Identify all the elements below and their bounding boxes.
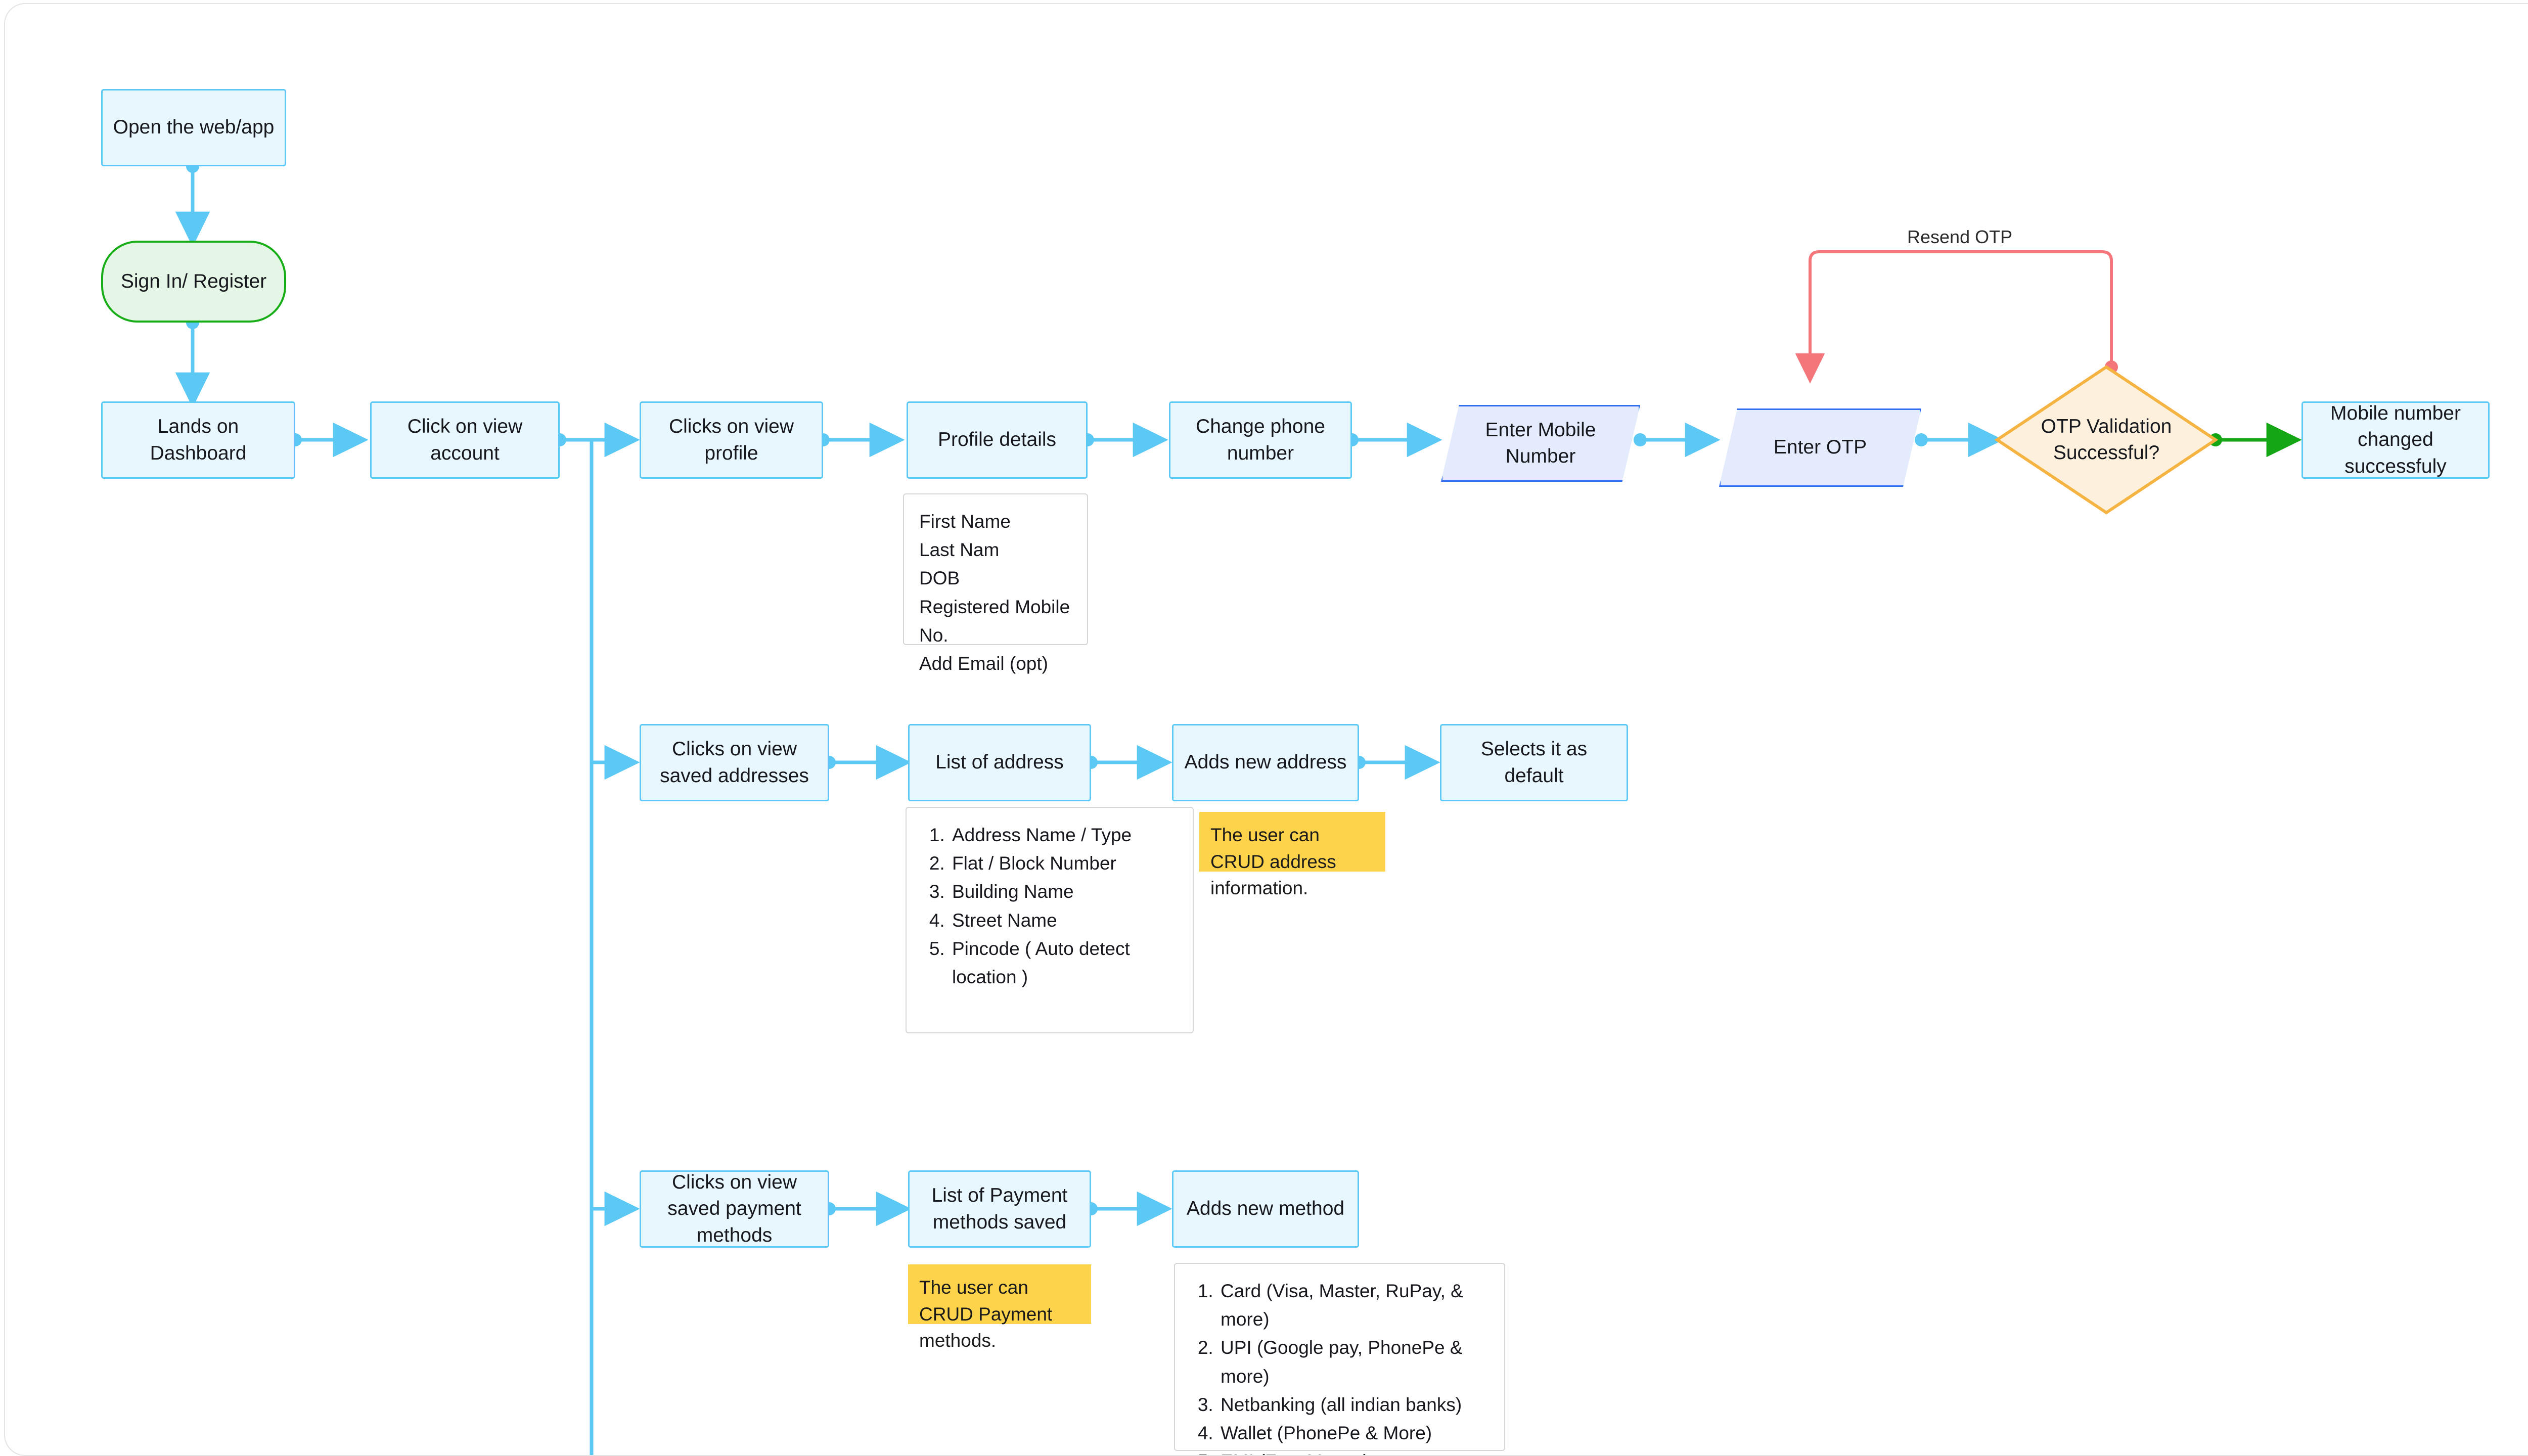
node-otp-validation-label: OTP Validation Successful? <box>2041 415 2172 464</box>
sticky-note-payment-text: The user can CRUD Payment methods. <box>919 1277 1053 1351</box>
node-mobile-changed[interactable]: Mobile number changed successfuly <box>2301 401 2490 479</box>
node-view-account[interactable]: Click on view account <box>370 401 560 479</box>
node-view-account-label: Click on view account <box>407 416 523 464</box>
node-view-saved-payments[interactable]: Clicks on view saved payment methods <box>640 1170 829 1248</box>
node-list-address-label: List of address <box>935 751 1064 774</box>
address-details-panel: Address Name / Type Flat / Block Number … <box>906 807 1194 1033</box>
node-open-app[interactable]: Open the web/app <box>101 89 286 166</box>
node-view-profile-label: Clicks on view profile <box>668 416 794 464</box>
node-add-address[interactable]: Adds new address <box>1172 724 1359 801</box>
node-view-profile[interactable]: Clicks on view profile <box>640 401 823 479</box>
profile-field: DOB <box>919 568 960 589</box>
payment-method-list: Card (Visa, Master, RuPay, & more) UPI (… <box>1190 1277 1489 1455</box>
node-enter-otp-label: Enter OTP <box>1773 436 1867 459</box>
node-profile-details[interactable]: Profile details <box>907 401 1088 479</box>
address-field: Building Name <box>950 878 1178 906</box>
address-field: Address Name / Type <box>950 821 1178 849</box>
node-lands-dashboard-label: Lands on Dashboard <box>150 416 247 464</box>
profile-field: Registered Mobile No. <box>919 596 1070 646</box>
payment-method: Netbanking (all indian banks) <box>1218 1391 1489 1419</box>
address-field: Flat / Block Number <box>950 849 1178 878</box>
payment-method: Wallet (PhonePe & More) <box>1218 1419 1489 1447</box>
node-change-phone[interactable]: Change phone number <box>1169 401 1352 479</box>
sticky-note-address-text: The user can CRUD address information. <box>1210 825 1336 899</box>
node-mobile-changed-label: Mobile number changed successfuly <box>2330 402 2461 477</box>
edge-label-resend-otp: Resend OTP <box>1907 226 2013 247</box>
node-view-saved-payments-label: Clicks on view saved payment methods <box>667 1171 801 1246</box>
node-enter-mobile-label: Enter Mobile Number <box>1485 419 1596 467</box>
payment-methods-panel: Card (Visa, Master, RuPay, & more) UPI (… <box>1174 1263 1505 1455</box>
node-select-default-label: Selects it as default <box>1480 738 1588 787</box>
profile-field: Add Email (opt) <box>919 653 1048 674</box>
payment-method: UPI (Google pay, PhonePe & more) <box>1218 1334 1489 1390</box>
node-list-address[interactable]: List of address <box>908 724 1091 801</box>
node-list-payments-label: List of Payment methods saved <box>931 1185 1068 1233</box>
node-otp-validation[interactable]: OTP Validation Successful? <box>1997 367 2216 513</box>
address-field: Street Name <box>950 906 1178 935</box>
node-lands-dashboard[interactable]: Lands on Dashboard <box>101 401 295 479</box>
payment-method: Card (Visa, Master, RuPay, & more) <box>1218 1277 1489 1334</box>
node-add-address-label: Adds new address <box>1184 751 1347 774</box>
node-enter-mobile[interactable]: Enter Mobile Number <box>1441 405 1640 482</box>
payment-method: EMI (Zest Money) <box>1218 1447 1489 1455</box>
profile-field: First Name <box>919 511 1011 532</box>
sticky-note-payment: The user can CRUD Payment methods. <box>908 1264 1091 1351</box>
node-add-method-label: Adds new method <box>1186 1198 1345 1220</box>
node-select-default[interactable]: Selects it as default <box>1440 724 1628 801</box>
node-view-saved-addresses[interactable]: Clicks on view saved addresses <box>640 724 829 801</box>
node-sign-in-label: Sign In/ Register <box>120 270 267 292</box>
node-open-app-label: Open the web/app <box>113 116 275 139</box>
node-sign-in[interactable]: Sign In/ Register <box>101 241 286 323</box>
profile-details-panel: First Name Last Nam DOB Registered Mobil… <box>903 493 1088 674</box>
address-field: Pincode ( Auto detect location ) <box>950 935 1178 991</box>
node-add-method[interactable]: Adds new method <box>1172 1170 1359 1248</box>
sticky-note-address: The user can CRUD address information. <box>1199 812 1385 898</box>
node-list-payments[interactable]: List of Payment methods saved <box>908 1170 1091 1248</box>
node-view-saved-addresses-label: Clicks on view saved addresses <box>660 738 809 787</box>
node-change-phone-label: Change phone number <box>1196 416 1325 464</box>
node-profile-details-label: Profile details <box>937 429 1057 451</box>
flowchart-canvas: Open the web/app Sign In/ Register Lands… <box>4 3 2528 1456</box>
profile-field: Last Nam <box>919 539 1000 561</box>
address-field-list: Address Name / Type Flat / Block Number … <box>922 821 1178 991</box>
node-enter-otp[interactable]: Enter OTP <box>1719 408 1921 487</box>
